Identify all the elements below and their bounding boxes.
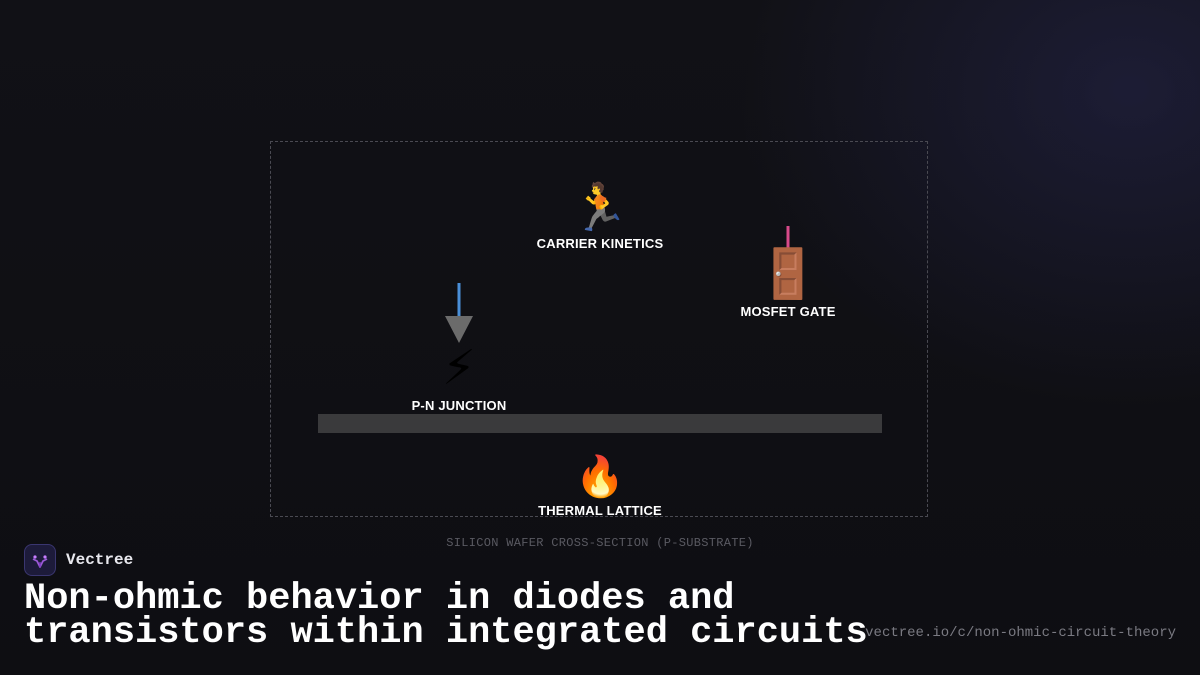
fire-icon: 🔥 bbox=[575, 454, 625, 500]
brand: Vectree bbox=[24, 544, 133, 576]
page-title: Non-ohmic behavior in diodes and transis… bbox=[24, 578, 868, 654]
node-label: CARRIER KINETICS bbox=[536, 236, 664, 251]
node-mosfet-gate: 🚪 MOSFET GATE bbox=[688, 250, 888, 319]
runner-icon: 🏃 bbox=[571, 180, 629, 234]
source-url[interactable]: vectree.io/c/non-ohmic-circuit-theory bbox=[865, 625, 1176, 641]
brand-name: Vectree bbox=[66, 551, 134, 569]
node-label: P-N JUNCTION bbox=[411, 398, 507, 413]
diagram-caption: SILICON WAFER CROSS-SECTION (P-SUBSTRATE… bbox=[446, 536, 754, 550]
node-carrier-kinetics: 🏃 CARRIER KINETICS bbox=[500, 184, 700, 251]
node-pn-junction: ⚡ P-N JUNCTION bbox=[359, 344, 559, 413]
diagram-frame bbox=[270, 141, 928, 517]
lightning-icon: ⚡ bbox=[442, 340, 476, 396]
node-thermal-lattice: 🔥 THERMAL LATTICE bbox=[500, 457, 700, 518]
node-label: THERMAL LATTICE bbox=[538, 503, 662, 518]
vectree-logo-icon bbox=[24, 544, 56, 576]
substrate-layer bbox=[318, 414, 882, 433]
door-icon: 🚪 bbox=[758, 246, 818, 302]
node-label: MOSFET GATE bbox=[740, 304, 836, 319]
